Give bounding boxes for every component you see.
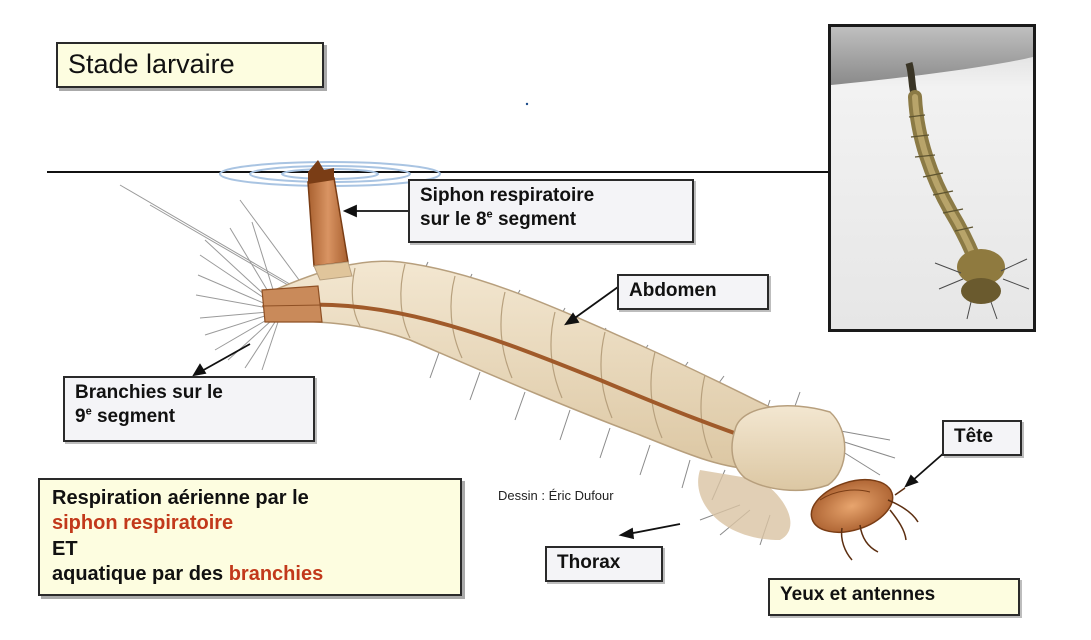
note-line3: ET bbox=[52, 537, 448, 562]
gill-hairs bbox=[120, 185, 305, 370]
label-branchies-line1: Branchies sur le bbox=[75, 381, 303, 405]
page-title: Stade larvaire bbox=[56, 42, 324, 88]
drawing-credit: Dessin : Éric Dufour bbox=[498, 488, 614, 503]
label-branchies: Branchies sur le 9e segment bbox=[63, 376, 315, 442]
note-line4-red: branchies bbox=[229, 563, 323, 585]
label-thorax: Thorax bbox=[545, 546, 663, 582]
label-siphon-line2: sur le 8e segment bbox=[420, 208, 682, 232]
respiration-note: Respiration aérienne par le siphon respi… bbox=[38, 478, 462, 596]
anal-segment bbox=[262, 286, 322, 322]
label-abdomen: Abdomen bbox=[617, 274, 769, 310]
note-line2: siphon respiratoire bbox=[52, 511, 448, 536]
label-siphon-line1: Siphon respiratoire bbox=[420, 184, 682, 208]
label-siphon-text-end: segment bbox=[493, 209, 576, 230]
larva-photo bbox=[828, 24, 1036, 332]
siphon-tip bbox=[308, 160, 334, 184]
label-yeux-antennes: Yeux et antennes bbox=[768, 578, 1020, 616]
label-branchies-text: 9 bbox=[75, 406, 86, 427]
label-branchies-line2: 9e segment bbox=[75, 405, 303, 429]
note-line4: aquatique par des branchies bbox=[52, 562, 448, 587]
label-tete: Tête bbox=[942, 420, 1022, 456]
thorax-body bbox=[732, 406, 845, 491]
respiratory-siphon bbox=[308, 178, 348, 266]
label-branchies-text-end: segment bbox=[92, 406, 175, 427]
label-siphon-text: sur le 8 bbox=[420, 209, 487, 230]
note-line1: Respiration aérienne par le bbox=[52, 486, 448, 511]
label-siphon: Siphon respiratoire sur le 8e segment bbox=[408, 179, 694, 243]
note-line4-text: aquatique par des bbox=[52, 563, 229, 585]
